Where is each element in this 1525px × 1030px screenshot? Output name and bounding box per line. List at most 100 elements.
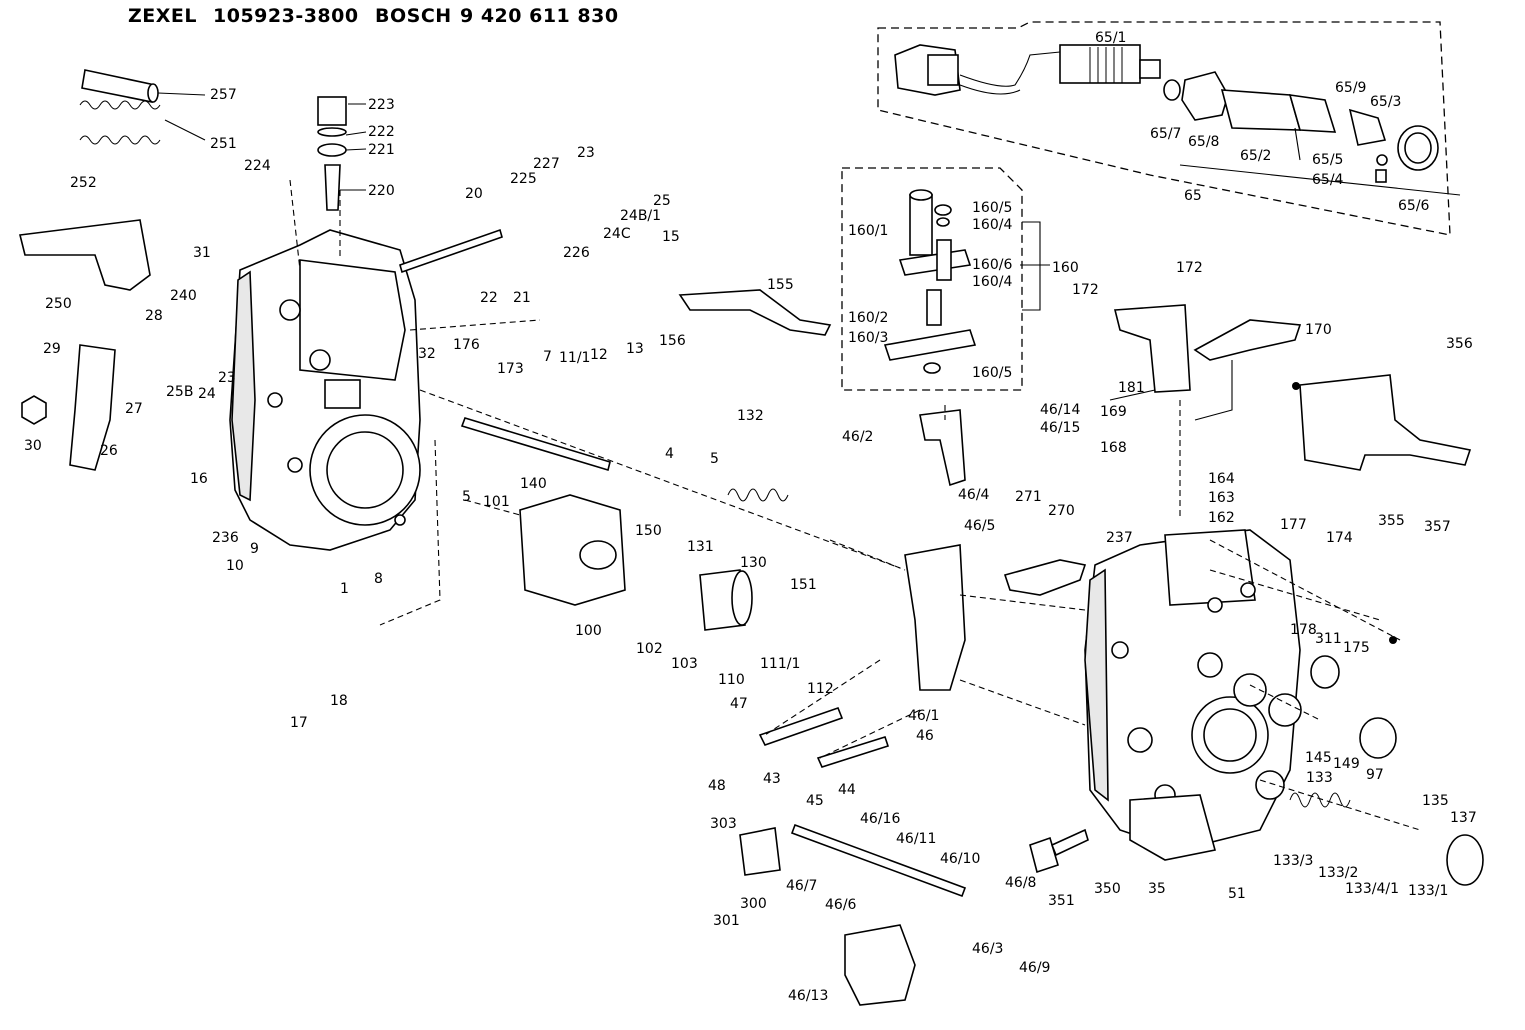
callout: 44 bbox=[838, 782, 856, 798]
callout: 257 bbox=[210, 87, 237, 103]
callout: 145 bbox=[1305, 750, 1332, 766]
callout: 240 bbox=[170, 288, 197, 304]
callout: 160/5 bbox=[972, 365, 1012, 381]
callout: 356 bbox=[1446, 336, 1473, 352]
callout: 46/3 bbox=[972, 941, 1003, 957]
callout: 111/1 bbox=[760, 656, 800, 672]
callout: 222 bbox=[368, 124, 395, 140]
callout: 162 bbox=[1208, 510, 1235, 526]
callout: 23 bbox=[577, 145, 595, 161]
group-box-160 bbox=[841, 167, 1023, 391]
zexel-part-number: 105923-3800 bbox=[213, 5, 359, 27]
callout: 27 bbox=[125, 401, 143, 417]
callout: 137 bbox=[1450, 810, 1477, 826]
callout: 4 bbox=[665, 446, 674, 462]
callout: 112 bbox=[807, 681, 834, 697]
callout: 1 bbox=[340, 581, 349, 597]
callout: 251 bbox=[210, 136, 237, 152]
callout: 65/9 bbox=[1335, 80, 1366, 96]
callout: 101 bbox=[483, 494, 510, 510]
callout: 160/4 bbox=[972, 274, 1012, 290]
callout: 9 bbox=[250, 541, 259, 557]
callout: 169 bbox=[1100, 404, 1127, 420]
callout: 100 bbox=[575, 623, 602, 639]
callout: 160/6 bbox=[972, 257, 1012, 273]
callout: 46 bbox=[916, 728, 934, 744]
callout: 65/6 bbox=[1398, 198, 1430, 214]
callout: 29 bbox=[43, 341, 61, 357]
callout: 351 bbox=[1048, 893, 1075, 909]
callout: 160/3 bbox=[848, 330, 888, 346]
callout: 23 bbox=[218, 370, 236, 386]
callout: 65/3 bbox=[1370, 94, 1401, 110]
callout: 20 bbox=[465, 186, 483, 202]
callout: 151 bbox=[790, 577, 817, 593]
callout: 31 bbox=[193, 245, 211, 261]
callout: 8 bbox=[374, 571, 383, 587]
reference-dot bbox=[1389, 636, 1397, 644]
callout: 48 bbox=[708, 778, 726, 794]
callout: 181 bbox=[1118, 380, 1145, 396]
callout-labels: 257 251 223 222 221 220 224 252 250 31 2… bbox=[24, 30, 1477, 1004]
callout: 65 bbox=[1184, 188, 1202, 204]
callout: 271 bbox=[1015, 489, 1042, 505]
hydraulic-head-housing bbox=[1084, 529, 1302, 861]
callout: 170 bbox=[1305, 322, 1332, 338]
callout: 65/4 bbox=[1312, 172, 1344, 188]
callout: 65/8 bbox=[1188, 134, 1219, 150]
callout: 131 bbox=[687, 539, 714, 555]
callout: 103 bbox=[671, 656, 698, 672]
callout: 156 bbox=[659, 333, 686, 349]
callout: 174 bbox=[1326, 530, 1353, 546]
callout: 175 bbox=[1343, 640, 1370, 656]
callout: 46/5 bbox=[964, 518, 995, 534]
callout: 46/9 bbox=[1019, 960, 1050, 976]
brand-zexel: ZEXEL bbox=[128, 5, 197, 27]
pump-housing bbox=[229, 229, 421, 551]
callout: 22 bbox=[480, 290, 498, 306]
callout: 160/2 bbox=[848, 310, 888, 326]
callout: 46/10 bbox=[940, 851, 980, 867]
callout: 223 bbox=[368, 97, 395, 113]
callout: 164 bbox=[1208, 471, 1235, 487]
callout: 10 bbox=[226, 558, 244, 574]
callout: 46/1 bbox=[908, 708, 939, 724]
callout: 220 bbox=[368, 183, 395, 199]
leader-lines bbox=[157, 92, 1461, 831]
callout: 46/15 bbox=[1040, 420, 1080, 436]
callout: 135 bbox=[1422, 793, 1449, 809]
callout: 236 bbox=[212, 530, 239, 546]
callout: 30 bbox=[24, 438, 42, 454]
callout: 133/1 bbox=[1408, 883, 1448, 899]
callout: 172 bbox=[1072, 282, 1099, 298]
callout: 47 bbox=[730, 696, 748, 712]
callout: 133/2 bbox=[1318, 865, 1358, 881]
reference-dot bbox=[1292, 382, 1300, 390]
callout: 65/1 bbox=[1095, 30, 1126, 46]
callout: 102 bbox=[636, 641, 663, 657]
callout: 5 bbox=[462, 489, 471, 505]
solenoid-assembly-65 bbox=[894, 44, 1439, 183]
bosch-part-number: 9 420 611 830 bbox=[460, 5, 619, 27]
group-box-65 bbox=[877, 21, 1451, 236]
callout: 17 bbox=[290, 715, 308, 731]
callout: 221 bbox=[368, 142, 395, 158]
callout: 227 bbox=[533, 156, 560, 172]
callout: 11/1 bbox=[559, 350, 590, 366]
callout: 301 bbox=[713, 913, 740, 929]
callout: 160/1 bbox=[848, 223, 888, 239]
callout: 15 bbox=[662, 229, 680, 245]
callout: 176 bbox=[453, 337, 480, 353]
callout: 350 bbox=[1094, 881, 1121, 897]
callout: 150 bbox=[635, 523, 662, 539]
callout: 46/7 bbox=[786, 878, 817, 894]
callout: 160 bbox=[1052, 260, 1079, 276]
callout: 237 bbox=[1106, 530, 1133, 546]
callout: 357 bbox=[1424, 519, 1451, 535]
diagram-header: ZEXEL 105923-3800 BOSCH 9 420 611 830 bbox=[128, 5, 619, 27]
callout: 270 bbox=[1048, 503, 1075, 519]
callout: 133/3 bbox=[1273, 853, 1313, 869]
callout: 311 bbox=[1315, 631, 1342, 647]
callout: 160/4 bbox=[972, 217, 1012, 233]
